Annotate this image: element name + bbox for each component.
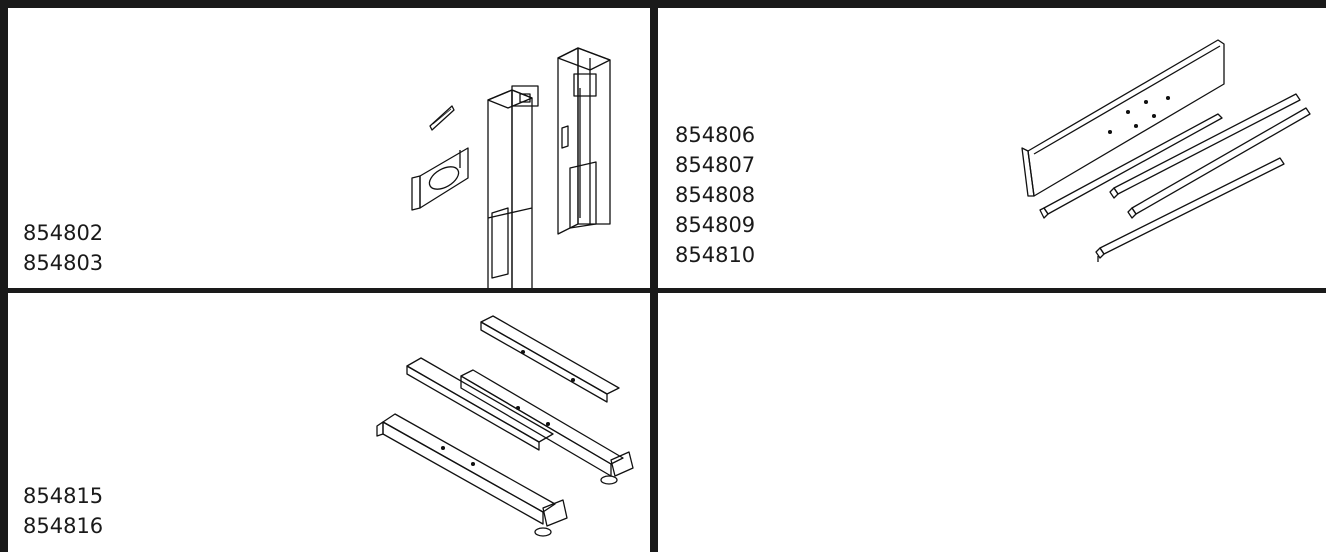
part-code: 854808 xyxy=(675,183,756,207)
part-codes: 854815 854816 xyxy=(23,481,103,541)
part-code: 854802 xyxy=(23,221,104,245)
part-code: 854807 xyxy=(675,153,756,177)
cell-feet: 854815 854816 xyxy=(8,293,650,552)
table-middle-border xyxy=(0,288,1326,293)
part-code: 854816 xyxy=(23,514,104,538)
frame-crossbar-drawing xyxy=(1021,39,1311,262)
table-left-border xyxy=(0,0,8,552)
lifting-column-kit-drawing xyxy=(411,47,611,288)
cell-empty xyxy=(658,293,1326,552)
part-code: 854815 xyxy=(23,484,104,508)
feet-and-arms-drawing xyxy=(376,315,634,537)
part-codes: 854806 854807 854808 854809 854810 xyxy=(675,120,755,270)
part-code: 854809 xyxy=(675,213,756,237)
table-center-border xyxy=(650,0,658,552)
part-codes: 854802 854803 xyxy=(23,218,103,278)
table-top-border xyxy=(0,0,1326,8)
part-code: 854810 xyxy=(675,243,756,267)
part-code: 854806 xyxy=(675,123,756,147)
part-code: 854803 xyxy=(23,251,104,275)
cell-frame: 854806 854807 854808 854809 854810 xyxy=(658,8,1326,288)
cell-lifting-columns: 854802 854803 xyxy=(8,8,650,288)
